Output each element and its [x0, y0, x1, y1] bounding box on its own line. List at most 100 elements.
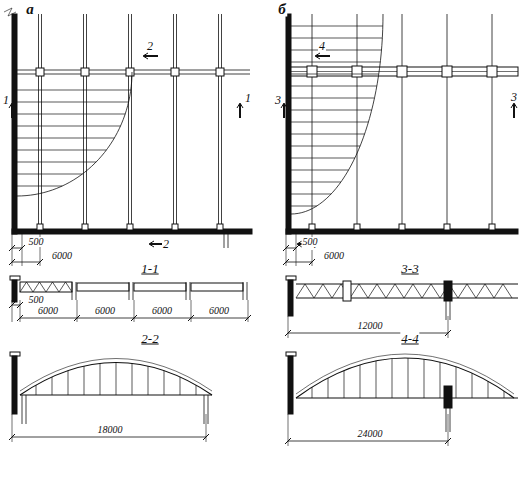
section-cut [316, 55, 330, 57]
arch-chord [296, 358, 514, 398]
section-cut [283, 104, 285, 118]
column [450, 301, 451, 320]
truss-web [344, 371, 345, 398]
arch-chord [296, 354, 514, 394]
cutaway-curve [291, 14, 383, 214]
dimension-tick [9, 434, 15, 440]
section-title: 4-4 [400, 332, 419, 345]
truss-web [20, 282, 33, 292]
truss-web [84, 366, 85, 395]
column [216, 68, 224, 76]
slab-rib [291, 110, 372, 111]
section-cut [513, 104, 515, 118]
dimension-line [286, 248, 296, 249]
column [26, 395, 27, 424]
truss-web [36, 385, 37, 395]
slab-rib [291, 146, 360, 147]
truss-web [312, 387, 313, 398]
dimension-line [286, 262, 312, 263]
column [36, 68, 44, 76]
beam [173, 14, 174, 229]
column [442, 66, 452, 77]
dimension-line [288, 441, 448, 442]
sheet-letter: б [277, 2, 287, 17]
dimension-tick [9, 302, 15, 308]
truss-web [456, 367, 457, 398]
parapet [10, 352, 20, 356]
column [82, 224, 88, 230]
dimension-tick [283, 245, 289, 251]
beam [38, 14, 39, 229]
section-cut [144, 55, 158, 57]
truss-web [440, 362, 441, 398]
truss-web [328, 378, 329, 398]
column [446, 301, 447, 320]
column-line [224, 229, 225, 248]
section-arrow [315, 53, 320, 59]
truss-web [68, 371, 69, 395]
dimension-tick [131, 315, 137, 321]
post [76, 282, 77, 300]
column [307, 66, 317, 77]
truss-web [458, 284, 476, 298]
slab [77, 283, 129, 291]
dimension-tick [17, 302, 23, 308]
column [81, 68, 89, 76]
extension-line [448, 316, 449, 338]
section-mark: 2 [162, 238, 170, 250]
slab-rib [291, 194, 331, 195]
section-mark: 2 [146, 40, 154, 52]
post [190, 282, 191, 300]
beam [312, 14, 313, 229]
slab-rib [17, 174, 82, 175]
bottom-chord [296, 397, 518, 398]
beam [41, 14, 42, 229]
dimension-text: 6000 [151, 306, 173, 316]
slab [191, 283, 243, 291]
column [127, 224, 133, 230]
post [72, 282, 73, 300]
dimension-text: 500 [302, 237, 319, 247]
truss-web [59, 282, 72, 292]
section-cut [11, 104, 13, 118]
dimension-text: 12000 [357, 321, 384, 331]
slab-rib [291, 86, 377, 87]
truss-web [386, 284, 404, 298]
beam [83, 14, 84, 229]
column [22, 395, 23, 424]
dimension-tick [9, 259, 15, 265]
slab-rib [291, 38, 382, 39]
truss-web [164, 371, 165, 395]
extension-line [296, 234, 297, 266]
post [129, 282, 130, 300]
beam [357, 14, 358, 229]
parapet [286, 276, 296, 280]
section-title: 1-1 [140, 262, 159, 275]
column [352, 66, 362, 77]
truss-web [376, 361, 377, 398]
parapet [286, 352, 296, 356]
post [247, 282, 248, 300]
dimension-tick [203, 434, 209, 440]
dimension-text: 24000 [357, 429, 384, 439]
dimension-tick [293, 245, 299, 251]
slab-rib [291, 62, 380, 63]
column [450, 408, 451, 432]
slab-rib [291, 206, 317, 207]
truss-web [476, 284, 494, 298]
truss-web [100, 363, 101, 395]
dimension-line [12, 437, 206, 438]
truss-web [404, 284, 422, 298]
dimension-line [12, 305, 20, 306]
dimension-text: 500 [28, 237, 45, 247]
dimension-tick [17, 315, 23, 321]
truss-web [422, 284, 440, 298]
slab-rib [17, 114, 125, 115]
slab-rib [291, 26, 383, 27]
dimension-tick [445, 438, 451, 444]
wall [288, 356, 293, 414]
slab-rib [17, 186, 62, 187]
section-mark: 3 [510, 91, 518, 103]
